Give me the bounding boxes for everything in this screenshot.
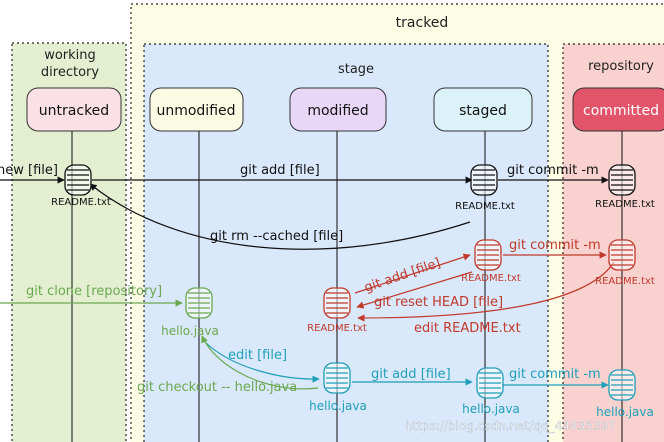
- file-icons: [64, 164, 636, 401]
- staged-label: staged: [459, 103, 507, 119]
- hello-icon-staged: [476, 367, 504, 399]
- stage-label: stage: [338, 62, 374, 77]
- git-clone-label: git clone [repository]: [26, 284, 162, 299]
- readme-icon-untracked: [64, 164, 92, 196]
- readme-icon-staged-red: [474, 239, 502, 271]
- edit-readme-arrow: [357, 261, 615, 322]
- unmodified-label: unmodified: [156, 103, 235, 119]
- tracked-label: tracked: [396, 15, 449, 31]
- edit-file-arrow: [204, 341, 320, 383]
- git-add-label-1: git add [file]: [240, 163, 320, 178]
- git-commit-label-3: git commit -m: [509, 367, 601, 382]
- unmodified-pill: [149, 87, 244, 132]
- untracked-label: untracked: [39, 103, 109, 119]
- git-rm-cached-label: git rm --cached [file]: [210, 229, 343, 244]
- hello-label-unmodified: hello.java: [161, 324, 219, 338]
- readme-icon-staged: [470, 164, 498, 196]
- readme-icon-modified-red: [323, 287, 351, 319]
- modified-pill: [289, 87, 387, 132]
- git-add-label-3: git add [file]: [371, 367, 451, 382]
- committed-label: committed: [583, 103, 659, 119]
- readme-label-committed: README.txt: [595, 199, 655, 210]
- watermark: https://blog.csdn.net/qq_44835397: [405, 419, 616, 433]
- hello-label-staged: hello.java: [462, 402, 520, 416]
- git-reset-head-label: git reset HEAD [file]: [374, 295, 503, 310]
- working-directory-label-line2: directory: [41, 65, 99, 80]
- new-file-label: new [file]: [0, 163, 58, 178]
- git-commit-label-1: git commit -m: [507, 163, 599, 178]
- edit-readme-label: edit README.txt: [414, 321, 521, 336]
- git-commit-label-2: git commit -m: [509, 238, 601, 253]
- readme-label-staged-red: README.txt: [461, 273, 521, 284]
- untracked-pill: [26, 87, 122, 132]
- git-reset-head-arrow: [356, 271, 473, 309]
- readme-label-modified-red: README.txt: [307, 323, 367, 334]
- repository-label: repository: [588, 59, 654, 74]
- readme-label-staged: README.txt: [455, 201, 515, 212]
- working-directory-label-line1: working: [44, 48, 96, 63]
- git-rm-cached-arrow: [89, 183, 471, 250]
- git-checkout-label: git checkout -- hello.java: [137, 380, 297, 395]
- readme-label-committed-red: README.txt: [595, 276, 655, 287]
- hello-icon-unmodified: [185, 287, 213, 319]
- committed-pill: [572, 87, 664, 132]
- hello-icon-committed: [608, 369, 636, 401]
- hello-icon-modified: [323, 362, 351, 394]
- git-add-arrow-2: [354, 253, 471, 294]
- readme-label-untracked: README.txt: [51, 197, 111, 208]
- hello-label-committed: hello.java: [596, 405, 654, 419]
- hello-label-modified: hello.java: [309, 399, 367, 413]
- staged-pill: [433, 87, 533, 132]
- modified-label: modified: [307, 103, 368, 119]
- edit-file-label: edit [file]: [228, 348, 287, 363]
- readme-icon-committed-red: [608, 239, 636, 271]
- readme-icon-committed: [608, 164, 636, 196]
- git-checkout-arrow: [201, 335, 319, 390]
